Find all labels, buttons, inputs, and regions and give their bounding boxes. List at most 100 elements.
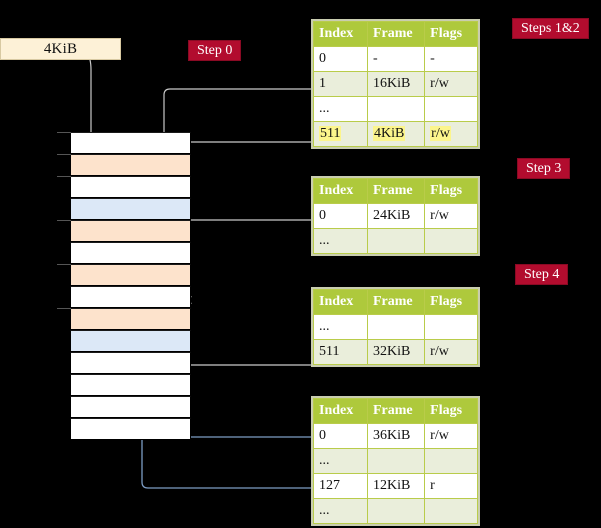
- table-row[interactable]: ...: [313, 498, 478, 524]
- memory-frame-row: [70, 264, 191, 286]
- step-badge-4: Step 4: [516, 265, 568, 284]
- column-header: Flags: [424, 289, 478, 315]
- wire-table2-row0-to-memory: [184, 219, 311, 304]
- table-cell: [366, 498, 426, 524]
- table-cell: r: [424, 473, 478, 499]
- memory-frame-row: [70, 220, 191, 242]
- table-cell: [366, 448, 426, 474]
- table-cell: -: [366, 46, 426, 72]
- memory-frame-row: [70, 132, 191, 154]
- column-header: Frame: [366, 21, 426, 47]
- table-cell: 0: [313, 46, 368, 72]
- column-header: Flags: [424, 21, 478, 47]
- column-header: Index: [313, 398, 368, 424]
- table-cell: [366, 96, 426, 122]
- column-header: Index: [313, 21, 368, 47]
- table-row[interactable]: 0--: [313, 46, 478, 72]
- table-cell: [424, 314, 478, 340]
- table-cell: 127: [313, 473, 368, 499]
- table-cell: -: [424, 46, 478, 72]
- table-cell: 0: [313, 423, 368, 449]
- memory-frame-row: [70, 418, 191, 440]
- step-badge-1-2: Steps 1&2: [513, 19, 588, 38]
- table-cell: 1: [313, 71, 368, 97]
- table-cell: [366, 228, 426, 254]
- table-row[interactable]: ...: [313, 448, 478, 474]
- column-header: Frame: [366, 398, 426, 424]
- column-header: Index: [313, 178, 368, 204]
- table-cell: ...: [313, 314, 368, 340]
- table-cell: r/w: [424, 203, 478, 229]
- table-cell: 4KiB: [366, 121, 426, 147]
- table-cell: ...: [313, 498, 368, 524]
- memory-frame-row: [70, 374, 191, 396]
- table-cell: ...: [313, 228, 368, 254]
- memory-request-box: 4KiB: [0, 38, 121, 60]
- table-cell: 0: [313, 203, 368, 229]
- table-cell: [366, 314, 426, 340]
- step-badge-0: Step 0: [189, 41, 241, 60]
- table-cell: r/w: [424, 71, 478, 97]
- table-cell: r/w: [424, 423, 478, 449]
- memory-frame-row: [70, 308, 191, 330]
- table-cell: 36KiB: [366, 423, 426, 449]
- memory-frame-tick: [57, 264, 71, 265]
- table-cell: 16KiB: [366, 71, 426, 97]
- wire-table3-row511-to-memory: [172, 301, 311, 366]
- memory-frame-row: [70, 176, 191, 198]
- table-cell: r/w: [424, 339, 478, 365]
- memory-frame-row: [70, 198, 191, 220]
- column-header: Index: [313, 289, 368, 315]
- table-row[interactable]: ...: [313, 96, 478, 122]
- table-row[interactable]: ...: [313, 314, 478, 340]
- wire-table1-row511-to-memory: [177, 141, 311, 160]
- memory-frame-row: [70, 330, 191, 352]
- table-cell: 32KiB: [366, 339, 426, 365]
- table-cell: 511: [313, 121, 368, 147]
- physical-memory-column: [70, 132, 191, 440]
- table-row[interactable]: ...: [313, 228, 478, 254]
- table-cell: [424, 228, 478, 254]
- table-cell: 24KiB: [366, 203, 426, 229]
- column-header: Flags: [424, 178, 478, 204]
- highlighted-value: 511: [319, 126, 342, 141]
- memory-frame-tick: [57, 220, 71, 221]
- step-badge-3: Step 3: [518, 159, 570, 178]
- memory-frame-row: [70, 154, 191, 176]
- table-cell: r/w: [424, 121, 478, 147]
- table-cell: ...: [313, 448, 368, 474]
- table-cell: [424, 448, 478, 474]
- memory-frame-tick: [57, 132, 71, 133]
- table-cell: 12KiB: [366, 473, 426, 499]
- table-cell: [424, 498, 478, 524]
- column-header: Frame: [366, 178, 426, 204]
- table-cell: 511: [313, 339, 368, 365]
- memory-frame-tick: [57, 176, 71, 177]
- column-header: Frame: [366, 289, 426, 315]
- memory-frame-row: [70, 242, 191, 264]
- memory-frame-tick: [57, 154, 71, 155]
- memory-frame-tick: [57, 308, 71, 309]
- table-cell: [424, 96, 478, 122]
- table-cell: ...: [313, 96, 368, 122]
- memory-frame-row: [70, 396, 191, 418]
- memory-frame-row: [70, 286, 191, 308]
- memory-frame-row: [70, 352, 191, 374]
- table-row[interactable]: 511 4KiB r/w: [313, 121, 478, 147]
- highlighted-value: 4KiB: [372, 126, 406, 141]
- highlighted-value: r/w: [430, 126, 451, 141]
